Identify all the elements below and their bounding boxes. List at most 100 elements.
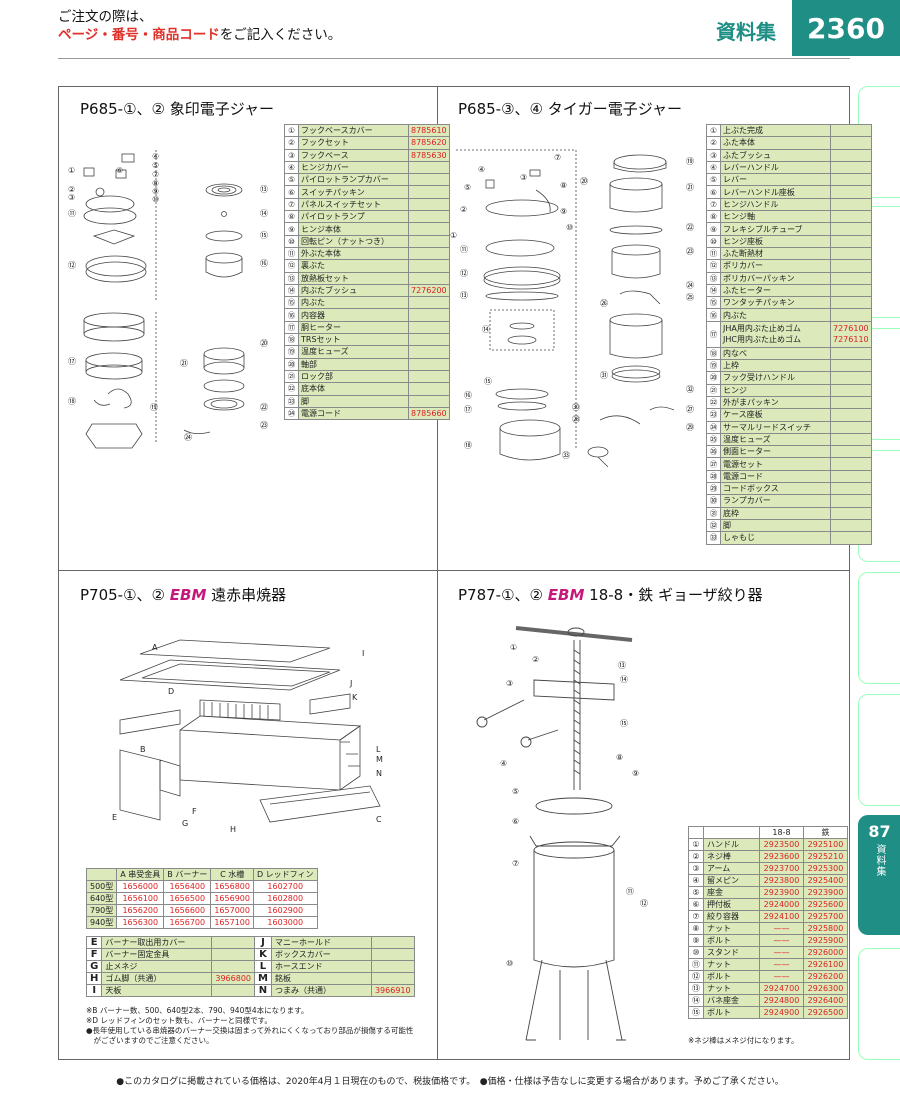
diagram-label: E (112, 813, 117, 822)
part-name: ポリカバー (720, 259, 831, 273)
part-code-188: 2923600 (759, 850, 804, 863)
svg-text:㉔: ㉔ (686, 281, 694, 290)
column-header (703, 826, 760, 839)
side-tab[interactable] (858, 948, 900, 1060)
part-code-iron: 2926300 (803, 982, 848, 995)
vertical-divider (437, 86, 438, 1060)
part-name: TRSセット (298, 333, 409, 347)
part-number: ② (284, 136, 299, 150)
part-name: 底枠 (720, 506, 831, 520)
part-code (211, 960, 256, 973)
part-code (408, 234, 450, 248)
part-number: ⑱ (706, 346, 721, 361)
ebm-brand: EBM (547, 586, 585, 604)
part-code-188: —— (759, 958, 804, 971)
svg-text:⑦: ⑦ (152, 170, 159, 179)
note-line: ※D レッドフィンのセット数も、バーナーと同様です。 (86, 1016, 272, 1025)
part-code-188: 2923700 (759, 862, 804, 875)
part-number: ③ (706, 148, 721, 162)
model-code: 1656700 (163, 916, 212, 929)
part-number: ⑱ (284, 333, 299, 347)
part-name: コードボックス (720, 482, 831, 496)
part-letter: G (85, 960, 103, 973)
section-label: 資料集 (716, 20, 776, 44)
part-code-188: 2924000 (759, 898, 804, 911)
part-number: ⑫ (688, 970, 704, 983)
part-number: ⑯ (706, 308, 721, 322)
part-code (830, 259, 872, 273)
part-number: ㉗ (706, 457, 721, 471)
panel1-title: P685-①、② 象印電子ジャー (80, 100, 275, 118)
part-name: しゃもじ (720, 531, 831, 545)
part-name: 外ぶた本体 (298, 246, 409, 261)
part-name: ボルト (703, 934, 760, 947)
side-tab[interactable] (858, 572, 900, 684)
svg-text:⑫: ⑫ (640, 899, 648, 908)
svg-text:⑳: ⑳ (580, 177, 588, 186)
svg-text:⑪: ⑪ (460, 245, 468, 254)
part-code (408, 246, 450, 261)
svg-text:⑫: ⑫ (460, 269, 468, 278)
part-name: 裏ぶた (298, 259, 409, 273)
part-name: 座金 (703, 886, 760, 899)
part-name: ふたヒーター (720, 283, 831, 298)
part-name: パネルスイッチセット (298, 197, 409, 212)
part-name: フックベース (298, 148, 409, 162)
svg-text:㉛: ㉛ (600, 371, 608, 380)
column-header: 鉄 (803, 826, 848, 839)
content-frame (58, 86, 850, 1060)
part-name: 電源コード (720, 469, 831, 484)
part-number: ㉔ (284, 406, 299, 421)
part-code-188: 2924100 (759, 910, 804, 923)
part-code (830, 395, 872, 410)
svg-text:㉒: ㉒ (260, 403, 268, 412)
part-name: フックセット (298, 136, 409, 150)
part-name: ヒンジ軸 (720, 210, 831, 224)
side-tab[interactable] (858, 694, 900, 806)
svg-text:⑨: ⑨ (152, 187, 159, 196)
svg-text:㉘: ㉘ (572, 415, 580, 424)
diagram-label: I (362, 649, 364, 658)
part-number: ㉘ (706, 469, 721, 484)
part-code (408, 259, 450, 273)
part-number: ⑤ (688, 886, 704, 899)
part-number: ⑥ (284, 185, 299, 199)
part-code (830, 296, 872, 310)
model-code: 1656600 (163, 904, 212, 917)
part-code (830, 494, 872, 508)
part-number: ⑦ (706, 197, 721, 212)
part-number: ② (688, 850, 704, 863)
part-name: 天板 (101, 984, 213, 997)
part-number: ⑯ (284, 308, 299, 322)
part-code (830, 222, 872, 236)
note-line: ※B バーナー数、500、640型2本、790、940型4本になります。 (86, 1006, 309, 1015)
part-code (370, 960, 415, 973)
svg-text:②: ② (532, 655, 539, 664)
part-number: ⑳ (706, 371, 721, 385)
svg-text:⑳: ⑳ (260, 339, 268, 348)
svg-text:⑦: ⑦ (554, 153, 561, 162)
column-header: D レッドフィン (252, 868, 318, 881)
